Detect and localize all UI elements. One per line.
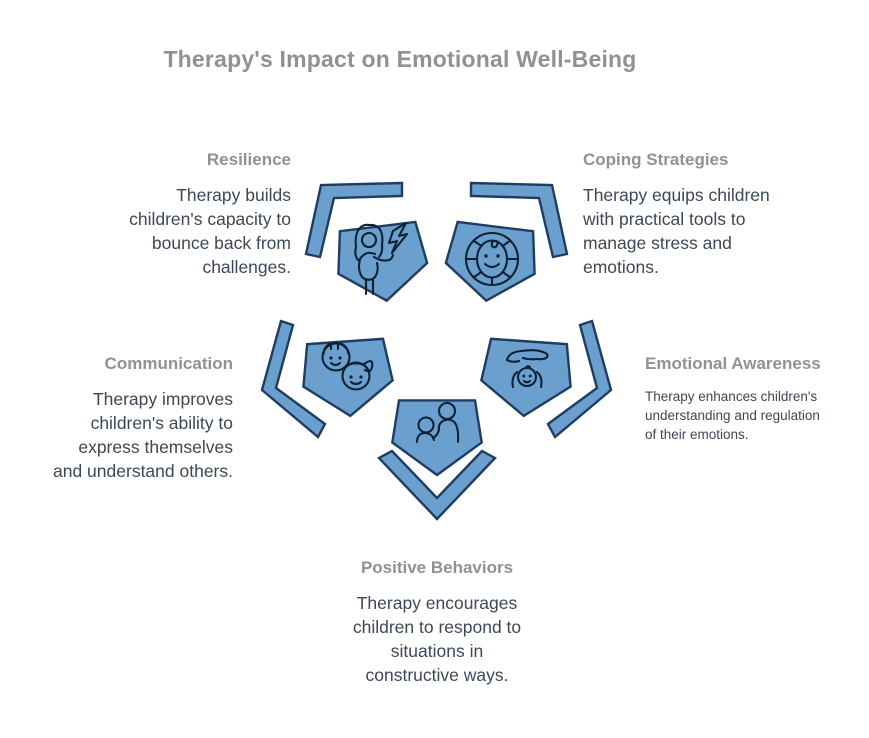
section-heading-resilience: Resilience (206, 150, 291, 169)
lifebuoy-baby-face-icon (464, 231, 520, 287)
section-heading-emotional-awareness: Emotional Awareness (645, 354, 821, 373)
section-resilience: Resilience Therapy builds children's cap… (96, 150, 291, 279)
section-heading-coping-strategies: Coping Strategies (583, 150, 729, 169)
hand-over-child-icon (505, 349, 549, 389)
section-description-communication: Therapy improves children's ability to e… (53, 389, 233, 481)
ring-segment-top-right (469, 181, 569, 259)
section-communication: Communication Therapy improves children'… (28, 354, 233, 483)
section-positive-behaviors: Positive Behaviors Therapy encourages ch… (297, 558, 577, 687)
section-emotional-awareness: Emotional Awareness Therapy enhances chi… (645, 354, 855, 444)
section-description-coping-strategies: Therapy equips children with practical t… (583, 185, 770, 277)
section-heading-positive-behaviors: Positive Behaviors (360, 558, 514, 577)
section-description-emotional-awareness: Therapy enhances children's understandin… (645, 389, 820, 442)
ring-segment-left (260, 319, 327, 439)
resilient-person-lightning-icon (354, 221, 409, 296)
ring-segment-top-left (304, 181, 404, 259)
section-description-resilience: Therapy builds children's capacity to bo… (129, 185, 291, 277)
ring-segment-bottom-chevron (377, 449, 497, 521)
ring-segment-right (546, 319, 613, 439)
adult-comforting-child-icon (415, 401, 460, 444)
two-children-faces-icon (321, 341, 374, 391)
section-coping-strategies: Coping Strategies Therapy equips childre… (583, 150, 818, 279)
section-heading-communication: Communication (104, 354, 233, 373)
section-description-positive-behaviors: Therapy encourages children to respond t… (352, 593, 522, 685)
page-title: Therapy's Impact on Emotional Well-Being (163, 46, 637, 72)
